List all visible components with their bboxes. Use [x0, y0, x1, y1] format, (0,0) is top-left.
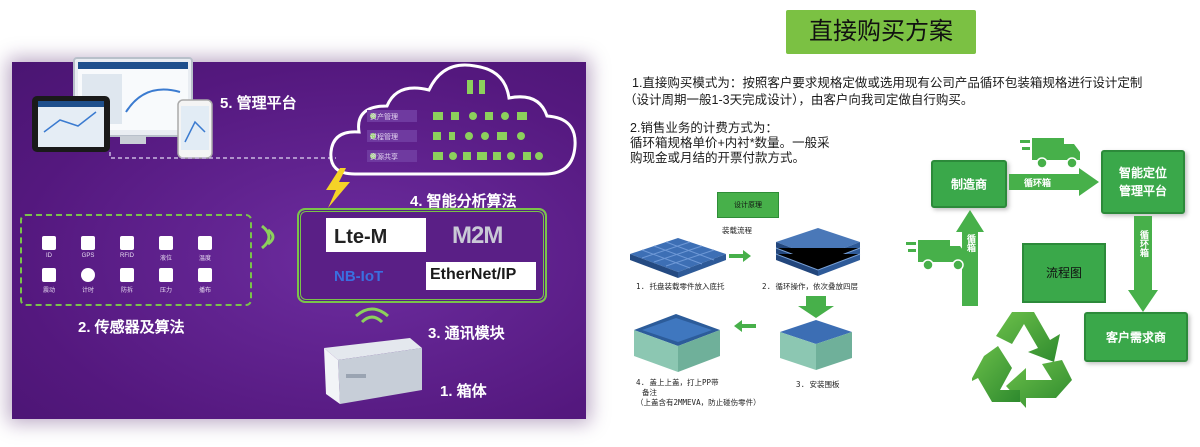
sensor-level: 液位	[149, 236, 183, 262]
box-step3-illustration	[780, 320, 852, 370]
level-icon	[159, 236, 173, 250]
sensor-gps: GPS	[71, 236, 105, 259]
iot-system-panel: 5. 管理平台 资产管理 过程管理 资源共享 4. 智能分析算法 ID GPS …	[12, 57, 586, 419]
cabinet-illustration	[324, 338, 422, 404]
sensor-pressure: 压力	[149, 268, 183, 294]
sensor-id: ID	[32, 236, 66, 259]
mode-line-1: 1.直接购买模式为：按照客户要求规格定做或选用现有公司产品循环包装箱规格进行设计…	[632, 76, 1143, 90]
platform-box: 智能定位管理平台	[1101, 150, 1185, 214]
lte-logo-bg	[326, 218, 426, 252]
step2-text: 2. 循环操作，依次叠放四层	[762, 282, 859, 291]
step4-text-1: 4. 盖上上盖，打上PP带	[636, 378, 719, 387]
lte-m-logo: Lte-M	[334, 226, 388, 248]
cloud-item-process: 过程管理	[370, 134, 398, 141]
arrow-up-to-manufacturer	[956, 210, 984, 306]
step4-text-3: （上盖含有2MMEVA，防止碰伤零件）	[636, 398, 761, 407]
wifi-icon-up	[355, 307, 389, 324]
dashed-connector	[109, 152, 336, 159]
mode-line-2: （设计周期一般1-3天完成设计），由客户向我司定做自行购买。	[624, 93, 974, 107]
step1-text: 1. 托盘装载零件放入底托	[636, 282, 725, 291]
customer-box: 客户需求商	[1084, 312, 1188, 362]
billing-line-2: 循环箱规格单价+内衬*数量。一般采	[630, 136, 830, 150]
sensor-temperature: 温度	[188, 236, 222, 262]
sensor-timer: 计时	[71, 268, 105, 294]
tamper-icon	[120, 268, 134, 282]
pallet-step2-illustration	[775, 228, 861, 276]
label-management-platform: 5. 管理平台	[220, 95, 297, 112]
ethernet-ip-logo: EtherNet/IP	[430, 266, 517, 283]
sensor-rfid: RFID	[110, 236, 144, 259]
m2m-logo-bg	[430, 218, 530, 252]
lightning-icon	[326, 168, 350, 208]
billing-line-3: 购现金或月结的开票付款方式。	[630, 151, 806, 165]
arrow-right-1	[729, 250, 751, 262]
ethernet-logo-bg	[426, 262, 536, 290]
step3-text: 3. 安装围板	[796, 380, 840, 389]
design-principle-box: 设计原理	[717, 192, 779, 218]
billing-line-1: 2.销售业务的计费方式为：	[630, 121, 778, 135]
arrow-left	[734, 320, 756, 332]
page-title: 直接购买方案	[809, 18, 953, 45]
cloud-item-resource: 资源共享	[370, 154, 398, 161]
nb-iot-logo: NB-IoT	[334, 268, 384, 285]
thermometer-icon	[198, 236, 212, 250]
label-sensor-algorithm: 2. 传感器及算法	[78, 319, 185, 336]
flowchart-center-box: 流程图	[1022, 243, 1106, 303]
truck-icon-top	[1020, 138, 1080, 169]
label-smart-algorithm: 4. 智能分析算法	[410, 193, 517, 210]
label-cabinet: 1. 箱体	[440, 383, 487, 400]
arrow-left-label: 循箱	[965, 234, 975, 252]
vibration-icon	[42, 268, 56, 282]
timer-icon	[81, 268, 95, 282]
pressure-icon	[159, 268, 173, 282]
manufacturer-box: 制造商	[931, 160, 1007, 208]
gps-icon	[81, 236, 95, 250]
devices-illustration	[32, 57, 213, 159]
cloud-item-asset: 资产管理	[370, 114, 398, 121]
pallet-step1-illustration	[630, 238, 726, 278]
sensor-vibration: 震动	[32, 268, 66, 294]
sensor-tamper: 防拆	[110, 268, 144, 294]
sensor-box	[20, 214, 252, 306]
spread-icon	[198, 268, 212, 282]
step4-text-2: 备注	[642, 388, 657, 397]
arrow-top-label: 循环箱	[1024, 179, 1052, 189]
arrow-platform-to-customer	[1128, 216, 1158, 312]
wifi-icon-left	[261, 224, 275, 250]
install-process-label: 装载流程	[722, 226, 752, 235]
cloud-illustration	[329, 63, 577, 176]
rfid-icon	[120, 236, 134, 250]
sensor-spread: 播布	[188, 268, 222, 294]
arrow-manufacturer-to-platform	[1009, 168, 1099, 196]
box-step4-illustration	[634, 314, 720, 372]
direct-purchase-panel: 直接购买方案 1.直接购买模式为：按照客户要求规格定做或选用现有公司产品循环包装…	[600, 0, 1200, 447]
title-box: 直接购买方案	[786, 10, 976, 54]
arrow-down	[798, 296, 834, 318]
id-icon	[42, 236, 56, 250]
recycle-icon	[972, 312, 1072, 408]
label-comm-module: 3. 通讯模块	[428, 325, 505, 342]
truck-icon-left	[906, 240, 966, 271]
m2m-logo: M2M	[452, 222, 503, 249]
arrow-right-label: 循环箱	[1138, 230, 1148, 257]
